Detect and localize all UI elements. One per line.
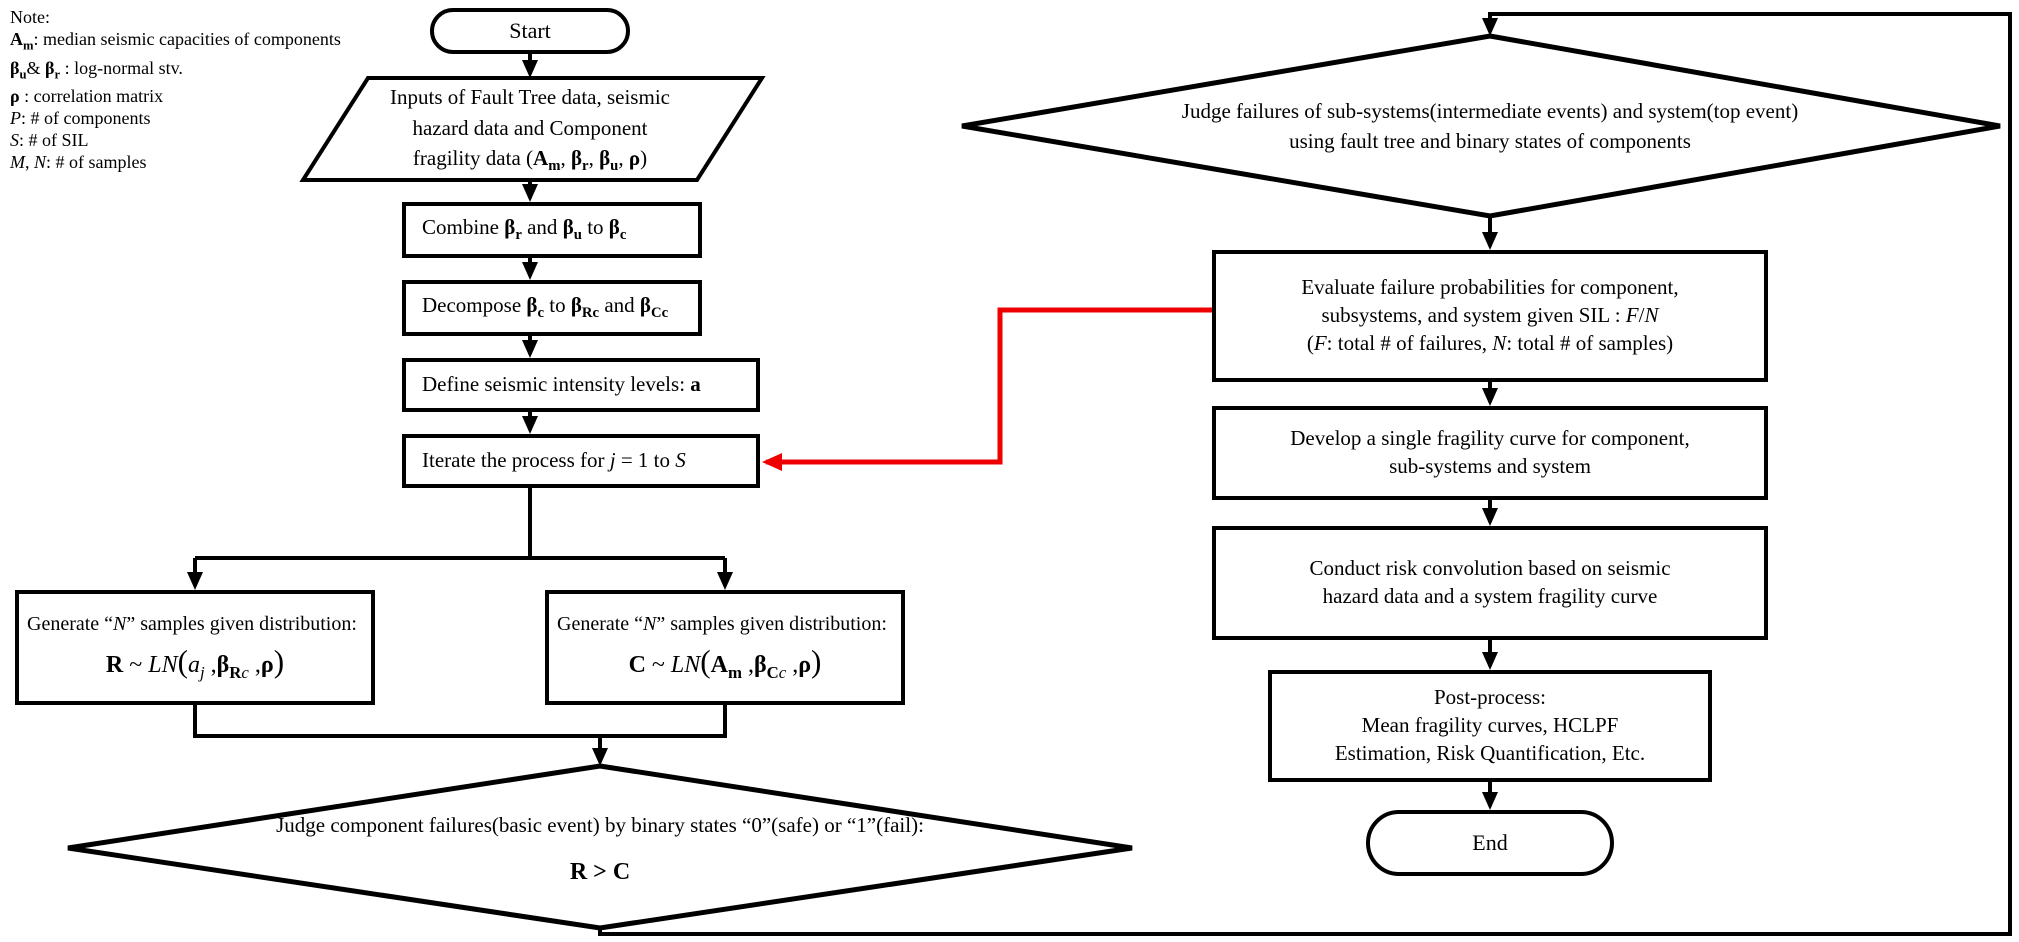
merge-connector	[193, 705, 727, 738]
evaluate-node: Evaluate failure probabilities for compo…	[1212, 250, 1768, 382]
generate-r-node: Generate “N” samples given distribution:…	[15, 590, 375, 705]
conduct-node: Conduct risk convolution based on seismi…	[1212, 526, 1768, 640]
note-line: βu& βr : log-normal stv.	[10, 57, 183, 82]
generate-c-node: Generate “N” samples given distribution:…	[545, 590, 905, 705]
define-sil-label: Define seismic intensity levels: a	[422, 372, 701, 397]
combine-label: Combine βr and βu to βc	[422, 215, 627, 244]
decompose-label: Decompose βc to βRc and βCc	[422, 293, 669, 322]
postprocess-label: Post-process:Mean fragility curves, HCLP…	[1334, 685, 1646, 765]
judge-components-line2: R > C	[569, 858, 631, 885]
conduct-label: Conduct risk convolution based on seismi…	[1309, 556, 1671, 608]
end-node: End	[1366, 810, 1614, 876]
judge-system-label: Judge failures of sub-systems(intermedia…	[1181, 98, 1799, 153]
judge-components-diamond-text: Judge component failures(basic event) by…	[70, 800, 1130, 900]
note-line: S: # of SIL	[10, 130, 89, 151]
judge-system-diamond-text: Judge failures of sub-systems(intermedia…	[1020, 92, 1960, 160]
split-connector	[195, 488, 725, 560]
note-block: Note: Am: median seismic capacities of c…	[10, 6, 341, 173]
generate-r-line1: Generate “N” samples given distribution:	[27, 612, 357, 635]
feedback-loop-connector	[598, 12, 2012, 936]
note-line: ρ : correlation matrix	[10, 86, 164, 107]
iterate-node: Iterate the process for j = 1 to S	[402, 434, 760, 488]
decompose-node: Decompose βc to βRc and βCc	[402, 280, 702, 336]
postprocess-node: Post-process:Mean fragility curves, HCLP…	[1268, 670, 1712, 782]
note-line: P: # of components	[10, 108, 151, 129]
evaluate-label: Evaluate failure probabilities for compo…	[1301, 275, 1679, 355]
iterate-label: Iterate the process for j = 1 to S	[422, 448, 686, 473]
generate-c-formula: C ~ LN(Am ,βCc ,ρ)	[628, 644, 822, 682]
generate-c-line1: Generate “N” samples given distribution:	[557, 612, 887, 635]
develop-node: Develop a single fragility curve for com…	[1212, 406, 1768, 500]
note-title: Note:	[10, 7, 50, 27]
note-line: Am: median seismic capacities of compone…	[10, 29, 341, 53]
end-label: End	[1472, 830, 1508, 856]
judge-components-line1: Judge component failures(basic event) by…	[276, 813, 924, 838]
start-label: Start	[509, 18, 551, 44]
develop-label: Develop a single fragility curve for com…	[1290, 426, 1690, 478]
note-line: M, N: # of samples	[10, 152, 147, 173]
left-flow-connectors	[187, 12, 2012, 936]
start-node: Start	[430, 8, 630, 54]
generate-r-formula: R ~ LN(aj ,βRc ,ρ)	[105, 644, 285, 682]
combine-node: Combine βr and βu to βc	[402, 202, 702, 258]
red-feedback-connector	[762, 307, 1215, 471]
inputs-parallelogram-shape	[299, 76, 766, 182]
define-sil-node: Define seismic intensity levels: a	[402, 358, 760, 412]
